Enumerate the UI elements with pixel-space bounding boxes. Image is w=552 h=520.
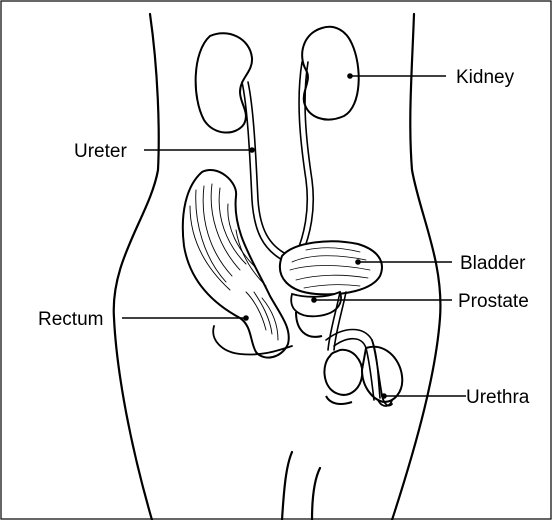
leader-lines — [122, 76, 466, 396]
label-prostate: Prostate — [458, 291, 529, 312]
right-body-contour — [392, 14, 440, 520]
rectum — [183, 170, 292, 358]
external-genitals — [296, 312, 402, 404]
body-outline — [114, 14, 441, 520]
left-ureter-inner — [248, 82, 290, 256]
label-bladder: Bladder — [460, 253, 526, 274]
label-urethra: Urethra — [466, 387, 530, 408]
label-ureter: Ureter — [74, 141, 127, 162]
prostate-dot — [311, 297, 317, 303]
bladder-dot — [355, 259, 361, 265]
right-kidney — [302, 27, 359, 120]
right-inner-leg-line — [312, 468, 320, 520]
left-body-contour — [114, 14, 159, 520]
ureters — [242, 62, 313, 262]
scrotum-curve — [326, 396, 352, 404]
testis-left — [324, 350, 362, 395]
kidney-dot — [347, 73, 353, 79]
rectum-dot — [243, 315, 249, 321]
left-inner-leg-line — [282, 452, 292, 520]
left-kidney — [196, 33, 252, 132]
urethra-dot — [381, 393, 387, 399]
label-kidney: Kidney — [456, 67, 515, 88]
bladder — [280, 241, 382, 294]
rectum-outline — [183, 170, 289, 358]
kidneys — [196, 27, 359, 133]
label-rectum: Rectum — [38, 309, 103, 330]
left-ureter-outer — [242, 82, 286, 262]
prostate-gland — [291, 292, 341, 316]
bladder-outline — [280, 241, 382, 294]
ureter-dot — [249, 147, 255, 153]
